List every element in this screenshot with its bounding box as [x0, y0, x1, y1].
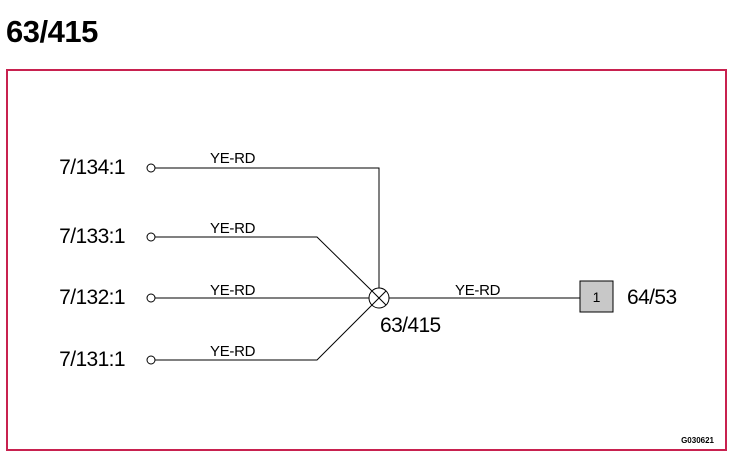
source-7-132: 7/132:1 YE-RD	[59, 282, 369, 309]
splice-63-415: 63/415	[368, 287, 441, 337]
figure-code: G030621	[681, 436, 714, 445]
wire-color-label: YE-RD	[210, 220, 256, 237]
source-7-131: 7/131:1 YE-RD	[59, 304, 373, 371]
terminal-circle	[146, 163, 156, 173]
connector-label: 64/53	[627, 286, 677, 309]
source-7-134: 7/134:1 YE-RD	[59, 150, 380, 288]
terminal-circle	[146, 355, 156, 365]
page-title: 63/415	[6, 14, 98, 49]
source-label: 7/132:1	[59, 286, 125, 309]
source-label: 7/134:1	[59, 156, 125, 179]
wire-color-label: YE-RD	[210, 282, 256, 299]
wire-color-label: YE-RD	[210, 343, 256, 360]
connector-pin-label: 1	[593, 289, 601, 305]
terminal-circle	[146, 293, 156, 303]
wire-path	[155, 167, 380, 288]
diagram-frame	[6, 69, 727, 451]
splice-label: 63/415	[380, 314, 441, 337]
wire-path	[155, 304, 373, 361]
connector-box	[579, 280, 614, 313]
output-64-53: YE-RD 1 64/53	[389, 280, 677, 313]
splice-cross	[371, 290, 387, 306]
source-label: 7/131:1	[59, 348, 125, 371]
source-7-133: 7/133:1 YE-RD	[59, 220, 373, 292]
wire-color-label: YE-RD	[210, 150, 256, 167]
wire-color-label: YE-RD	[455, 282, 501, 299]
wire-path	[155, 236, 373, 292]
terminal-circle	[146, 232, 156, 242]
source-label: 7/133:1	[59, 225, 125, 248]
